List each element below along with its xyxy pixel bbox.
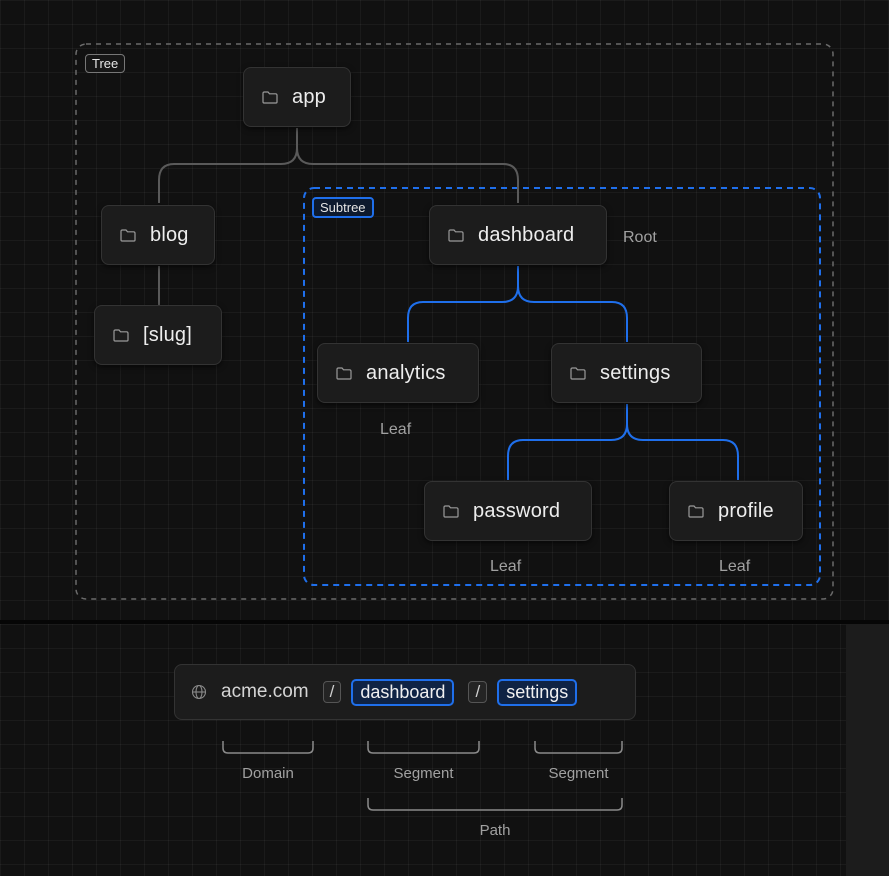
tree-tag: Tree [85,54,126,73]
leaf-annotation-analytics: Leaf [380,421,412,438]
node-settings[interactable]: settings [551,343,702,403]
node-label: profile [718,499,774,522]
url-panel [0,624,846,876]
url-bar[interactable]: acme.com / dashboard / settings [174,664,636,720]
node-analytics[interactable]: analytics [317,343,479,403]
caption-path: Path [479,822,511,839]
node-profile[interactable]: profile [669,481,803,541]
node-label: password [473,499,561,522]
caption-domain: Domain [242,765,294,782]
bracket-domain [222,741,314,754]
connector-dashboard-children [407,266,628,342]
folder-icon [570,366,586,380]
connector-app-children [158,128,519,203]
folder-icon [262,90,278,104]
node-dashboard[interactable]: dashboard [429,205,607,265]
node-app[interactable]: app [243,67,351,127]
folder-icon [443,504,459,518]
folder-icon [448,228,464,242]
subtree-tag: Subtree [312,197,374,218]
node-label: blog [150,223,189,246]
node-password[interactable]: password [424,481,592,541]
folder-icon [120,228,136,242]
subtree-boundary [303,187,821,586]
node-label: settings [600,361,671,384]
node-blog[interactable]: blog [101,205,215,265]
tree-panel [0,0,889,620]
folder-icon [113,328,129,342]
node-label: [slug] [143,323,193,346]
tree-boundary [75,43,834,600]
bracket-segment-2 [534,741,623,754]
globe-icon [191,684,207,700]
node-label: analytics [366,361,446,384]
connector-settings-children [507,404,739,480]
caption-segment-1: Segment [393,765,454,782]
side-strip [846,624,889,876]
url-separator: / [468,681,488,703]
root-annotation: Root [623,229,657,246]
caption-segment-2: Segment [548,765,609,782]
url-segment-settings: settings [497,678,578,706]
panel-divider [0,620,889,624]
leaf-annotation-password: Leaf [490,558,522,575]
bracket-path [367,798,623,811]
bracket-segment-1 [367,741,480,754]
url-segment-dashboard: dashboard [351,678,455,706]
url-separator: / [322,681,342,703]
leaf-annotation-profile: Leaf [719,558,751,575]
node-label: app [292,85,326,108]
folder-icon [688,504,704,518]
folder-icon [336,366,352,380]
node-slug[interactable]: [slug] [94,305,222,365]
url-domain: acme.com [221,681,309,702]
node-label: dashboard [478,223,575,246]
